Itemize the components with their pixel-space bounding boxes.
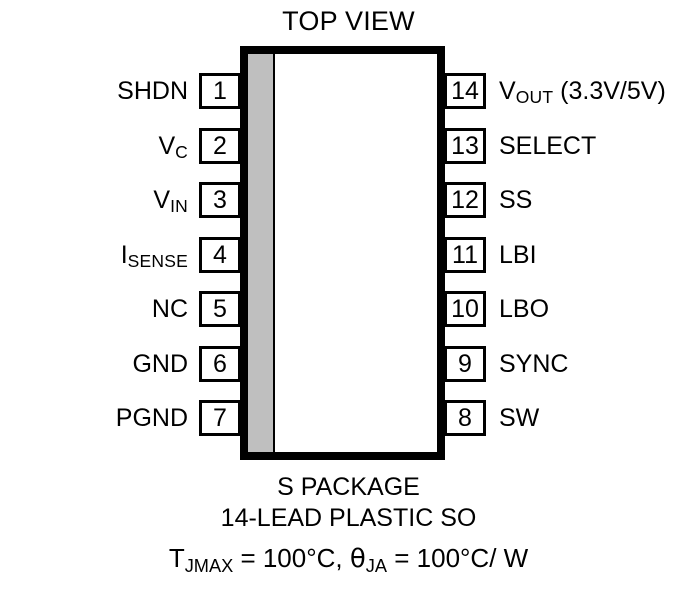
pin-label-vout: VOUT (3.3V/5V): [499, 76, 666, 107]
pin-number-13: 13: [444, 128, 486, 164]
pin-number-9: 9: [444, 346, 486, 382]
pin-label-isense: ISENSE: [120, 240, 188, 271]
pin-row-right-10: 10 LBO: [444, 291, 697, 327]
pin-label-sync: SYNC: [499, 349, 569, 378]
package-notch-bar: [248, 54, 275, 452]
pin-label-sw: SW: [499, 403, 540, 432]
pin-label-lbo: LBO: [499, 294, 550, 323]
pin-row-left-1: SHDN 1: [0, 73, 241, 109]
pin-row-left-2: VC 2: [0, 128, 241, 164]
pin-row-right-14: 14 VOUT (3.3V/5V): [444, 73, 697, 109]
pin-label-nc: NC: [151, 294, 188, 323]
tjmax-subscript: JMAX: [184, 555, 234, 576]
theta-subscript: JA: [365, 555, 388, 576]
pin-label-select: SELECT: [499, 131, 597, 160]
pin-label-shdn: SHDN: [117, 76, 188, 105]
thermal-spec-caption: TJMAX = 100°C, θJA = 100°C/ W: [0, 543, 697, 577]
pin-number-7: 7: [199, 400, 241, 436]
pin-number-2: 2: [199, 128, 241, 164]
pin-number-1: 1: [199, 73, 241, 109]
package-name-caption: S PACKAGE: [277, 473, 420, 501]
package-lead-caption: 14-LEAD PLASTIC SO: [220, 504, 477, 532]
theta-value: = 100°C/ W: [387, 543, 529, 573]
pin-number-6: 6: [199, 346, 241, 382]
pin-number-12: 12: [444, 182, 486, 218]
pin-label-vin: VIN: [153, 185, 188, 216]
pin-row-right-12: 12 SS: [444, 182, 697, 218]
pin-number-3: 3: [199, 182, 241, 218]
pin-number-5: 5: [199, 291, 241, 327]
pin-row-right-9: 9 SYNC: [444, 346, 697, 382]
page-title: TOP VIEW: [282, 6, 415, 36]
pin-row-right-13: 13 SELECT: [444, 128, 697, 164]
pin-label-pgnd: PGND: [115, 403, 188, 432]
theta-symbol: θ: [349, 544, 366, 574]
pin-number-10: 10: [444, 291, 486, 327]
tjmax-symbol: T: [168, 543, 185, 573]
tjmax-value: = 100°C,: [233, 543, 350, 573]
pin-row-left-3: VIN 3: [0, 182, 241, 218]
pin-row-left-6: GND 6: [0, 346, 241, 382]
pin-row-left-5: NC 5: [0, 291, 241, 327]
pin-row-left-4: ISENSE 4: [0, 237, 241, 273]
pin-label-vc: VC: [158, 131, 188, 162]
pin-number-8: 8: [444, 400, 486, 436]
pin-number-4: 4: [199, 237, 241, 273]
pin-label-lbi: LBI: [499, 240, 537, 269]
pin-label-gnd: GND: [132, 349, 188, 378]
pin-number-14: 14: [444, 73, 486, 109]
pin-row-left-7: PGND 7: [0, 400, 241, 436]
pin-row-right-11: 11 LBI: [444, 237, 697, 273]
pin-label-ss: SS: [499, 185, 533, 214]
pin-row-right-8: 8 SW: [444, 400, 697, 436]
pin-number-11: 11: [444, 237, 486, 273]
